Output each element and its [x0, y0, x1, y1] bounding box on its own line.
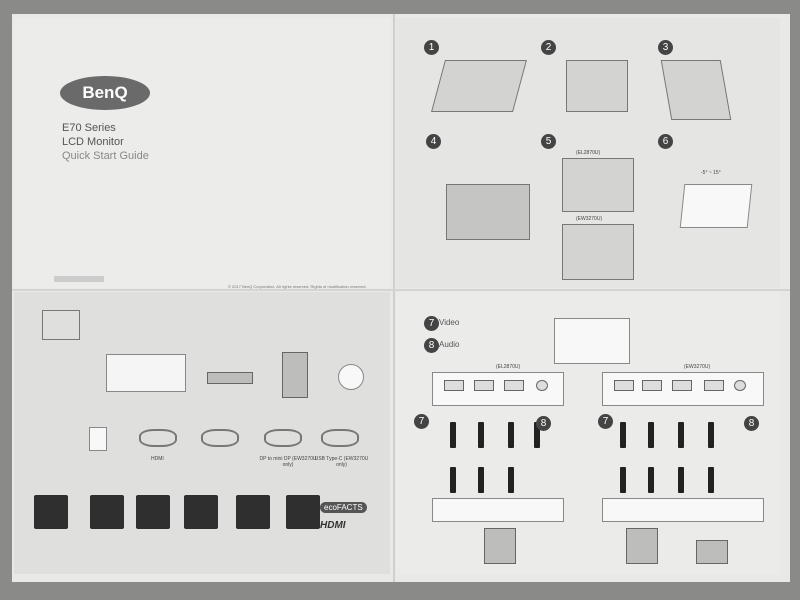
step-5-number: 5 [541, 134, 556, 149]
manual-illustration [89, 427, 107, 451]
rear-monitor-illustration [554, 318, 630, 364]
step-6-number: 6 [658, 134, 673, 149]
audio-label: Audio [439, 340, 460, 349]
left-audio-marker: 8 [536, 416, 551, 431]
benq-logo: BenQ [60, 76, 150, 110]
left-connector-5 [450, 467, 456, 493]
usbc-cable-label: USB Type-C (EW3270U only) [314, 456, 369, 468]
tilt-label: -5° ~ 15° [701, 170, 721, 176]
left-connector-4 [534, 422, 540, 448]
power-icon [236, 495, 270, 529]
product-title: LCD Monitor [62, 136, 124, 148]
connection-panel: 7 Video 8 Audio (EL2870U) 7 8 (EW3270U) … [396, 292, 780, 574]
cable-2 [201, 429, 239, 447]
left-pc-port-panel [432, 498, 564, 522]
audio-number: 8 [424, 338, 439, 353]
step-3-illustration [660, 60, 732, 120]
stand-neck-illustration [282, 352, 308, 398]
left-connector-6 [478, 467, 484, 493]
warning-icon-4 [184, 495, 218, 529]
right-connector-4 [708, 422, 714, 448]
right-connector-6 [648, 467, 654, 493]
series-title: E70 Series [62, 122, 116, 134]
step-5a-illustration [562, 158, 634, 212]
ecofacts-logo: ecoFACTS [320, 502, 367, 513]
step-6-monitor [679, 184, 753, 228]
right-pc-port-panel [602, 498, 764, 522]
hdmi-cable [139, 429, 177, 447]
right-connector-5 [620, 467, 626, 493]
right-video-marker: 7 [598, 414, 613, 429]
right-connector-2 [648, 422, 654, 448]
right-connector-7 [678, 467, 684, 493]
stand-base-illustration [207, 372, 253, 384]
environment-icon [286, 495, 320, 529]
warning-icon-2 [90, 495, 124, 529]
contents-panel: HDMI DP to mini DP (EW3270U only) USB Ty… [14, 292, 390, 574]
right-audio-port [734, 380, 746, 391]
step-2-illustration [566, 60, 628, 112]
box-icon [42, 310, 80, 340]
dp-cable-label: DP to mini DP (EW3270U only) [259, 456, 317, 468]
left-connector-2 [478, 422, 484, 448]
cd-illustration [338, 364, 364, 390]
right-connector-8 [708, 467, 714, 493]
fold-line [12, 289, 790, 291]
right-connector-1 [620, 422, 626, 448]
right-laptop-illustration [696, 540, 728, 564]
barcode [54, 276, 104, 282]
step-4-number: 4 [426, 134, 441, 149]
left-pc-illustration [484, 528, 516, 564]
left-connector-1 [450, 422, 456, 448]
left-audio-port [536, 380, 548, 391]
assembly-panel: 1 2 3 4 5 (EL2870U) (EW3270U) 6 -5° ~ 15… [396, 18, 780, 288]
step-5b-illustration [562, 224, 634, 280]
left-model-label: (EL2870U) [496, 364, 521, 370]
left-video-marker: 7 [414, 414, 429, 429]
video-label: Video [439, 318, 460, 327]
left-connector-7 [508, 467, 514, 493]
warning-icon-1 [34, 495, 68, 529]
hdmi-logo: HDMI [320, 520, 346, 531]
warning-icon-3 [136, 495, 170, 529]
right-pc-illustration [626, 528, 658, 564]
usbc-cable [321, 429, 359, 447]
model-a-label: (EL2870U) [576, 150, 601, 156]
step-2-number: 2 [541, 40, 556, 55]
right-port-4 [704, 380, 724, 391]
left-connector-3 [508, 422, 514, 448]
right-port-1 [614, 380, 634, 391]
monitor-illustration [106, 354, 186, 392]
right-audio-marker: 8 [744, 416, 759, 431]
right-port-2 [642, 380, 662, 391]
step-1-illustration [431, 60, 527, 112]
model-b-label: (EW3270U) [576, 216, 603, 222]
right-port-3 [672, 380, 692, 391]
step-1-number: 1 [424, 40, 439, 55]
cover-panel: BenQ E70 Series LCD Monitor Quick Start … [14, 18, 390, 289]
guide-title: Quick Start Guide [62, 150, 149, 162]
copyright-text: © 2017 BenQ Corporation. All rights rese… [228, 284, 367, 289]
right-model-label: (EW3270U) [684, 364, 711, 370]
left-port-1 [444, 380, 464, 391]
right-connector-3 [678, 422, 684, 448]
dp-cable [264, 429, 302, 447]
step-3-number: 3 [658, 40, 673, 55]
left-port-2 [474, 380, 494, 391]
hdmi-cable-label: HDMI [151, 456, 164, 462]
step-4-illustration [446, 184, 530, 240]
video-number: 7 [424, 316, 439, 331]
left-port-3 [504, 380, 524, 391]
